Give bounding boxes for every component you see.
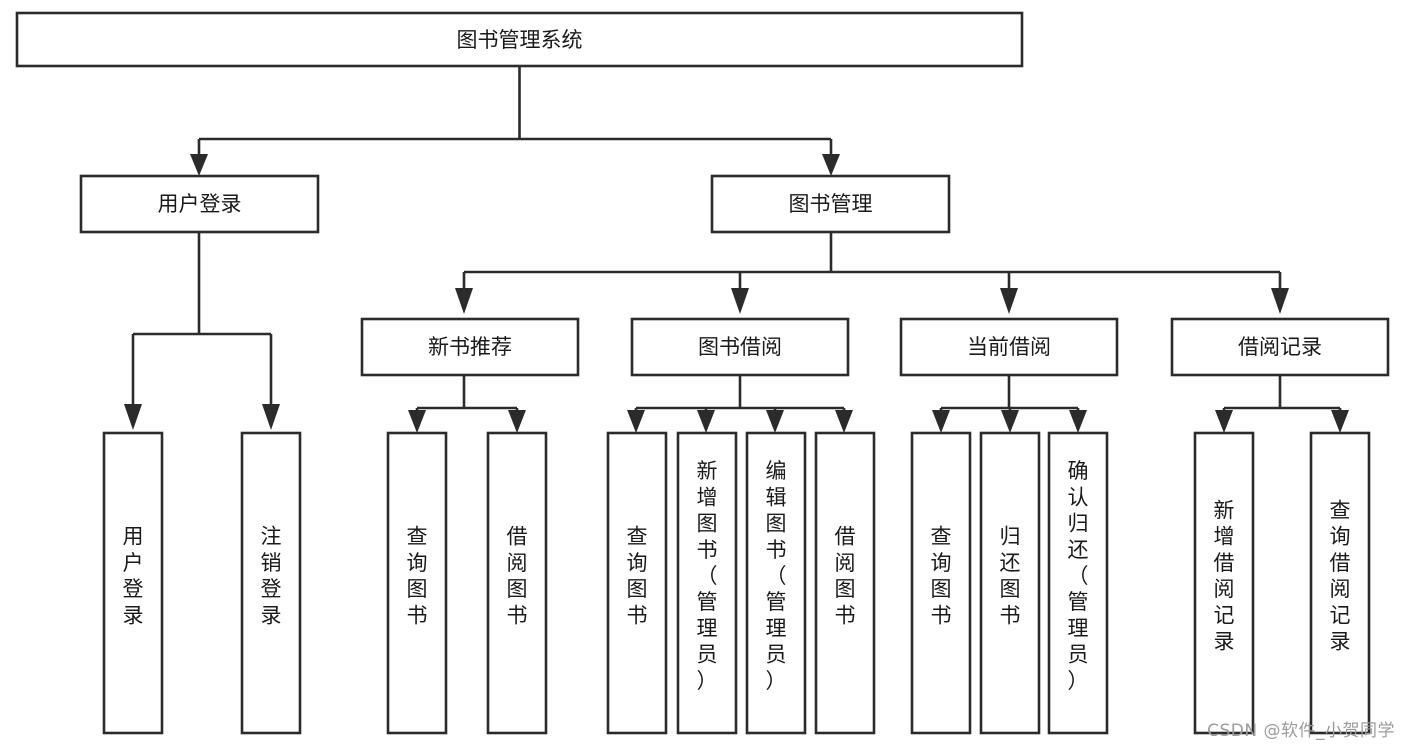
node-leaf-logout[interactable]: 注销登录 bbox=[240, 431, 302, 735]
node-leaf-query-book-3[interactable]: 查询图书 bbox=[910, 431, 972, 735]
node-leaf-borrow-book-1-label: 借阅图书 bbox=[507, 525, 528, 628]
node-book-borrow-box[interactable] bbox=[630, 317, 850, 377]
node-new-book-recommend[interactable]: 新书推荐 bbox=[360, 317, 580, 377]
node-leaf-edit-book-admin-label: 编辑图书（管理员） bbox=[766, 459, 787, 693]
node-leaf-query-book-1[interactable]: 查询图书 bbox=[386, 431, 448, 735]
node-leaf-add-book-admin-label: 新增图书（管理员） bbox=[697, 459, 718, 693]
node-book-management[interactable]: 图书管理 bbox=[710, 174, 951, 234]
node-leaf-query-borrow-record-label: 查询借阅记录 bbox=[1330, 499, 1351, 654]
node-leaf-user-login-box[interactable] bbox=[102, 431, 164, 735]
node-leaf-edit-book-admin[interactable]: 编辑图书（管理员） bbox=[745, 431, 807, 735]
node-leaf-user-login[interactable]: 用户登录 bbox=[102, 431, 164, 735]
node-leaf-borrow-book-2-label: 借阅图书 bbox=[835, 525, 856, 628]
node-borrow-record[interactable]: 借阅记录 bbox=[1170, 317, 1390, 377]
node-leaf-edit-book-admin-box[interactable] bbox=[745, 431, 807, 735]
node-leaf-add-book-admin[interactable]: 新增图书（管理员） bbox=[676, 431, 738, 735]
node-leaf-query-book-1-label: 查询图书 bbox=[407, 525, 428, 628]
node-leaf-query-borrow-record[interactable]: 查询借阅记录 bbox=[1309, 431, 1371, 735]
node-current-borrow-box[interactable] bbox=[899, 317, 1119, 377]
node-leaf-borrow-book-1[interactable]: 借阅图书 bbox=[486, 431, 548, 735]
node-leaf-return-book[interactable]: 归还图书 bbox=[979, 431, 1041, 735]
node-leaf-query-borrow-record-box[interactable] bbox=[1309, 431, 1371, 735]
node-leaf-add-borrow-record-box[interactable] bbox=[1193, 431, 1255, 735]
arrow-head-leaf-borrow-book-1 bbox=[508, 410, 526, 433]
node-leaf-add-book-admin-box[interactable] bbox=[676, 431, 738, 735]
node-book-management-box[interactable] bbox=[710, 174, 951, 234]
arrow-head-leaf-query-book-3 bbox=[932, 410, 950, 433]
node-leaf-return-book-label: 归还图书 bbox=[1000, 525, 1021, 628]
node-book-borrow[interactable]: 图书借阅 bbox=[630, 317, 850, 377]
node-book-borrow-label: 图书借阅 bbox=[698, 335, 782, 359]
arrow-head-leaf-borrow-book-2 bbox=[835, 410, 853, 433]
node-leaf-query-book-2-label: 查询图书 bbox=[627, 525, 648, 628]
node-user-login-box[interactable] bbox=[79, 174, 320, 234]
node-leaf-user-login-label: 用户登录 bbox=[123, 525, 144, 628]
arrow-head-user-login bbox=[190, 154, 208, 176]
node-book-management-label: 图书管理 bbox=[789, 192, 873, 216]
node-leaf-confirm-return-admin-label: 确认归还（管理员） bbox=[1068, 459, 1089, 693]
node-leaf-borrow-book-2[interactable]: 借阅图书 bbox=[814, 431, 876, 735]
connector-layer bbox=[124, 66, 1349, 433]
node-leaf-query-book-2[interactable]: 查询图书 bbox=[606, 431, 668, 735]
node-leaf-query-book-1-box[interactable] bbox=[386, 431, 448, 735]
node-leaf-add-borrow-record-label: 新增借阅记录 bbox=[1214, 499, 1235, 654]
arrow-head-leaf-return-book bbox=[1001, 410, 1019, 433]
node-user-login-label: 用户登录 bbox=[158, 192, 242, 216]
node-user-login[interactable]: 用户登录 bbox=[79, 174, 320, 234]
arrow-head-leaf-query-record bbox=[1331, 410, 1349, 433]
node-borrow-record-label: 借阅记录 bbox=[1238, 335, 1322, 359]
arrow-head-leaf-user-login bbox=[124, 404, 142, 430]
arrow-head-current-borrow bbox=[1000, 288, 1018, 314]
node-leaf-query-book-2-box[interactable] bbox=[606, 431, 668, 735]
arrow-head-borrow-record bbox=[1271, 288, 1289, 314]
arrow-head-leaf-add-record bbox=[1215, 410, 1233, 433]
node-current-borrow[interactable]: 当前借阅 bbox=[899, 317, 1119, 377]
arrow-head-new-book-rec bbox=[455, 288, 473, 314]
node-leaf-confirm-return-admin[interactable]: 确认归还（管理员） bbox=[1047, 431, 1109, 735]
arrow-head-leaf-logout bbox=[262, 404, 280, 430]
node-leaf-query-book-3-label: 查询图书 bbox=[931, 525, 952, 628]
arrow-head-book-mgmt bbox=[822, 154, 840, 176]
node-root-label: 图书管理系统 bbox=[457, 28, 583, 52]
node-new-book-recommend-box[interactable] bbox=[360, 317, 580, 377]
node-current-borrow-label: 当前借阅 bbox=[967, 335, 1051, 359]
arrow-head-leaf-confirm-return bbox=[1069, 410, 1087, 433]
arrow-head-leaf-query-book-2 bbox=[627, 410, 645, 433]
arrow-head-book-borrow bbox=[731, 288, 749, 314]
node-leaf-return-book-box[interactable] bbox=[979, 431, 1041, 735]
node-leaf-borrow-book-2-box[interactable] bbox=[814, 431, 876, 735]
node-borrow-record-box[interactable] bbox=[1170, 317, 1390, 377]
arrow-head-leaf-edit-book bbox=[766, 410, 784, 433]
arrow-head-leaf-query-book-1 bbox=[408, 410, 426, 433]
node-leaf-borrow-book-1-box[interactable] bbox=[486, 431, 548, 735]
node-leaf-logout-box[interactable] bbox=[240, 431, 302, 735]
node-leaf-add-borrow-record[interactable]: 新增借阅记录 bbox=[1193, 431, 1255, 735]
csdn-watermark: CSDN @软件_小贺同学 bbox=[1207, 721, 1395, 741]
node-new-book-recommend-label: 新书推荐 bbox=[428, 335, 512, 359]
node-root-box[interactable] bbox=[15, 11, 1024, 68]
node-root[interactable]: 图书管理系统 bbox=[15, 11, 1024, 68]
arrow-head-leaf-add-book bbox=[697, 410, 715, 433]
node-leaf-logout-label: 注销登录 bbox=[261, 525, 282, 628]
node-leaf-query-book-3-box[interactable] bbox=[910, 431, 972, 735]
node-leaf-confirm-return-admin-box[interactable] bbox=[1047, 431, 1109, 735]
